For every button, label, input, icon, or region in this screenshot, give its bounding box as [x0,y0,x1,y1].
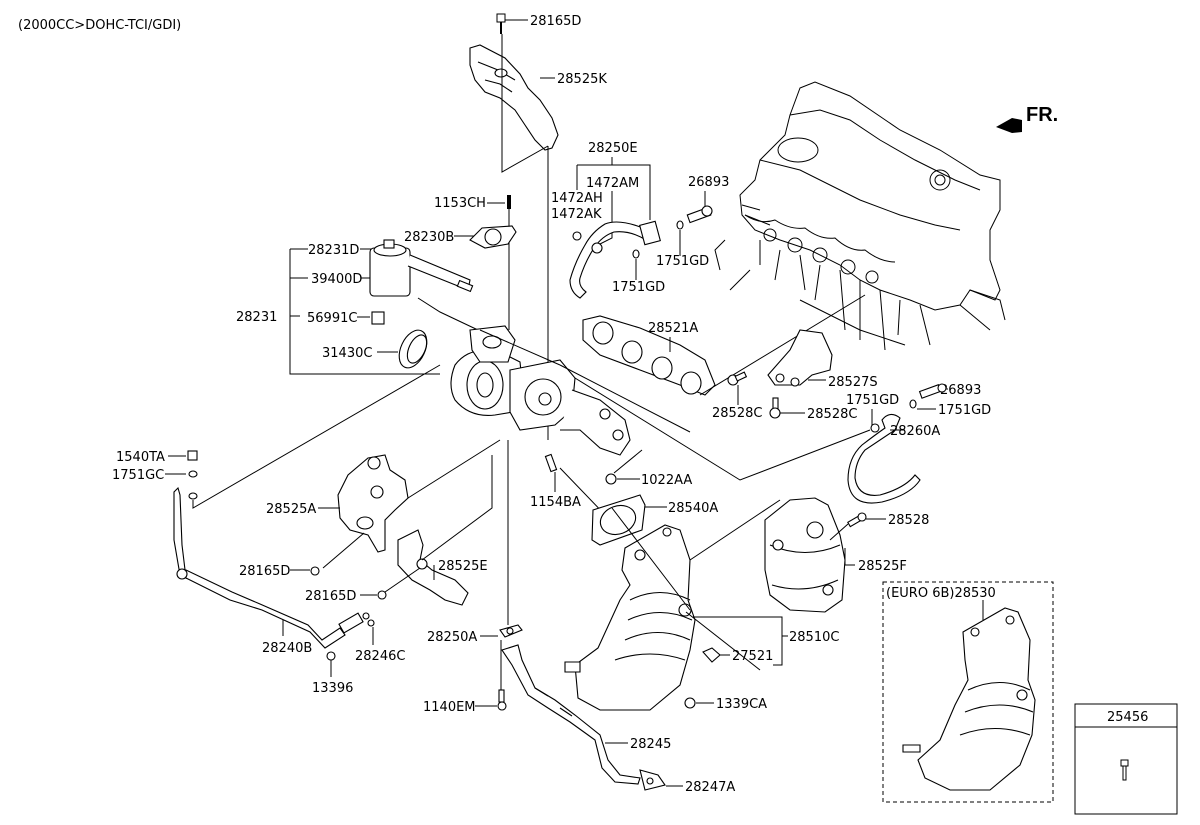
label-28240B[interactable]: 28240B [262,641,312,656]
nut-13396-icon [326,651,336,661]
bolt-28165D-a-icon [310,566,320,576]
label-1751GD-b[interactable]: 1751GD [612,280,665,295]
heat-shield-28525A [337,454,409,553]
front-direction-arrow-icon [996,118,1022,133]
legend-box-25456 [1074,703,1178,815]
label-26893-b[interactable]: 26893 [940,383,981,398]
bracket-28527S [767,329,833,387]
label-28165D-a[interactable]: 28165D [239,564,290,579]
oil-feed-pipe [569,220,661,299]
catalytic-converter-28510C [564,524,696,711]
label-28510C[interactable]: 28510C [789,630,839,645]
gasket-28250A-icon [499,624,523,638]
label-1751GD-d[interactable]: 1751GD [938,403,991,418]
label-1751GD-a[interactable]: 1751GD [656,254,709,269]
label-1751GD-c[interactable]: 1751GD [846,393,899,408]
label-1751GC[interactable]: 1751GC [112,468,164,483]
label-28245[interactable]: 28245 [630,737,671,752]
label-1472AH[interactable]: 1472AH [551,191,603,206]
seal-ring-31430C [398,329,428,369]
label-28528C-b[interactable]: 28528C [807,407,857,422]
label-28230B[interactable]: 28230B [404,230,454,245]
bolt-1140EM-icon [497,689,507,711]
stud-1153CH-icon [507,195,511,209]
catalytic-converter-28530 [902,607,1036,791]
label-28525F[interactable]: 28525F [858,559,907,574]
bolt-1540TA-icon [187,450,198,461]
label-28540A[interactable]: 28540A [668,501,718,516]
label-28525A[interactable]: 28525A [266,502,316,517]
label-euro6b-28530[interactable]: (EURO 6B)28530 [886,586,996,601]
bolt-28528C-b-icon [769,397,781,419]
label-28260A[interactable]: 28260A [890,424,940,439]
label-28231[interactable]: 28231 [236,310,277,325]
oil-return-pipe-28240B [173,486,364,649]
bolt-28528C-a-icon [727,371,748,386]
gasket-28540A [591,494,646,546]
turbocharger [450,325,631,456]
engine-spec-note: (2000CC>DOHC-TCI/GDI) [18,18,181,33]
label-1022AA[interactable]: 1022AA [641,473,692,488]
manifold-gasket-28521A [582,315,716,396]
heat-shield-28525F [764,497,846,613]
label-27521[interactable]: 27521 [732,649,773,664]
bolt-28165D-b-icon [377,590,387,600]
label-28247A[interactable]: 28247A [685,780,735,795]
label-28525E[interactable]: 28525E [438,559,488,574]
label-28250E[interactable]: 28250E [588,141,638,156]
gasket-28230B [469,225,517,249]
label-28527S[interactable]: 28527S [828,375,878,390]
label-28528C-a[interactable]: 28528C [712,406,762,421]
gasket-28246C-icon [362,612,375,627]
label-28250A[interactable]: 28250A [427,630,477,645]
banjo-bolt-26893-a-icon [686,205,713,224]
oil-drain-pipe-28245 [501,644,641,785]
label-1540TA[interactable]: 1540TA [116,450,165,465]
label-26893-a[interactable]: 26893 [688,175,729,190]
euro-6b-variant-box [882,581,1054,803]
label-56991C[interactable]: 56991C [307,311,357,326]
engine-cylinder-head [714,81,1006,351]
bolt-28528-icon [847,512,867,528]
label-28528[interactable]: 28528 [888,513,929,528]
heat-shield-28525E [397,529,469,606]
wastegate-actuator [369,239,474,325]
nut-1022AA-icon [605,473,617,485]
front-direction-label: FR. [1026,104,1058,126]
label-28165D-b[interactable]: 28165D [305,589,356,604]
label-39400D[interactable]: 39400D [311,272,362,287]
label-1472AM[interactable]: 1472AM [586,176,639,191]
label-1472AK[interactable]: 1472AK [551,207,602,222]
label-28231D[interactable]: 28231D [308,243,359,258]
banjo-bolt-26893-b-icon [918,383,947,399]
heat-shield-upper [469,44,559,151]
label-28246C[interactable]: 28246C [355,649,405,664]
label-28525K[interactable]: 28525K [557,72,607,87]
water-pipe-28260A [847,413,921,504]
label-13396[interactable]: 13396 [312,681,353,696]
washer-1751GC-icon [188,470,198,478]
label-28521A[interactable]: 28521A [648,321,698,336]
label-31430C[interactable]: 31430C [322,346,372,361]
legend-part-number[interactable]: 25456 [1107,710,1148,725]
label-28165D-top[interactable]: 28165D [530,14,581,29]
bolt-28165D-top-icon [496,13,506,34]
label-1153CH[interactable]: 1153CH [434,196,486,211]
nut-1339CA-icon [684,697,696,709]
bolt-icon [1120,759,1129,781]
label-1339CA[interactable]: 1339CA [716,697,767,712]
stud-1154BA-icon [544,453,558,473]
gasket-28247A-icon [639,769,666,791]
sensor-27521-icon [702,647,721,663]
label-1140EM[interactable]: 1140EM [423,700,476,715]
label-1154BA[interactable]: 1154BA [530,495,581,510]
